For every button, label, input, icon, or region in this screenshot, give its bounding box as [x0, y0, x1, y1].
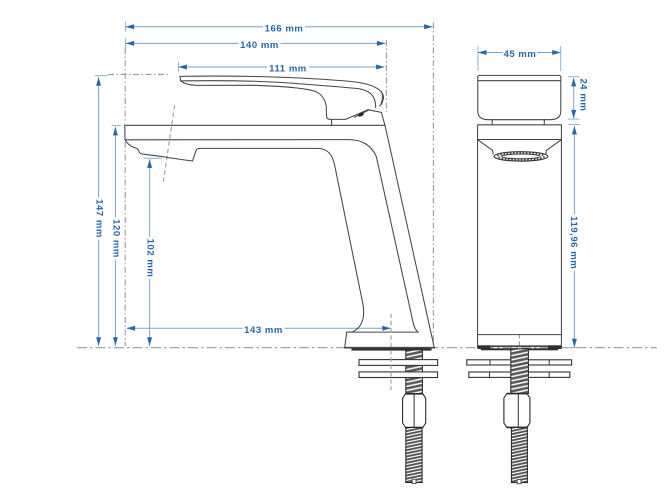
- svg-text:102 mm: 102 mm: [145, 239, 156, 278]
- svg-text:140 mm: 140 mm: [240, 40, 279, 51]
- svg-text:120 mm: 120 mm: [110, 219, 121, 258]
- svg-text:143 mm: 143 mm: [244, 325, 283, 336]
- svg-text:119,96 mm: 119,96 mm: [568, 216, 579, 269]
- svg-text:166 mm: 166 mm: [265, 24, 304, 35]
- svg-text:45 mm: 45 mm: [504, 49, 537, 60]
- svg-text:24 mm: 24 mm: [577, 78, 588, 111]
- svg-text:147 mm: 147 mm: [94, 199, 105, 238]
- svg-text:111 mm: 111 mm: [269, 64, 307, 75]
